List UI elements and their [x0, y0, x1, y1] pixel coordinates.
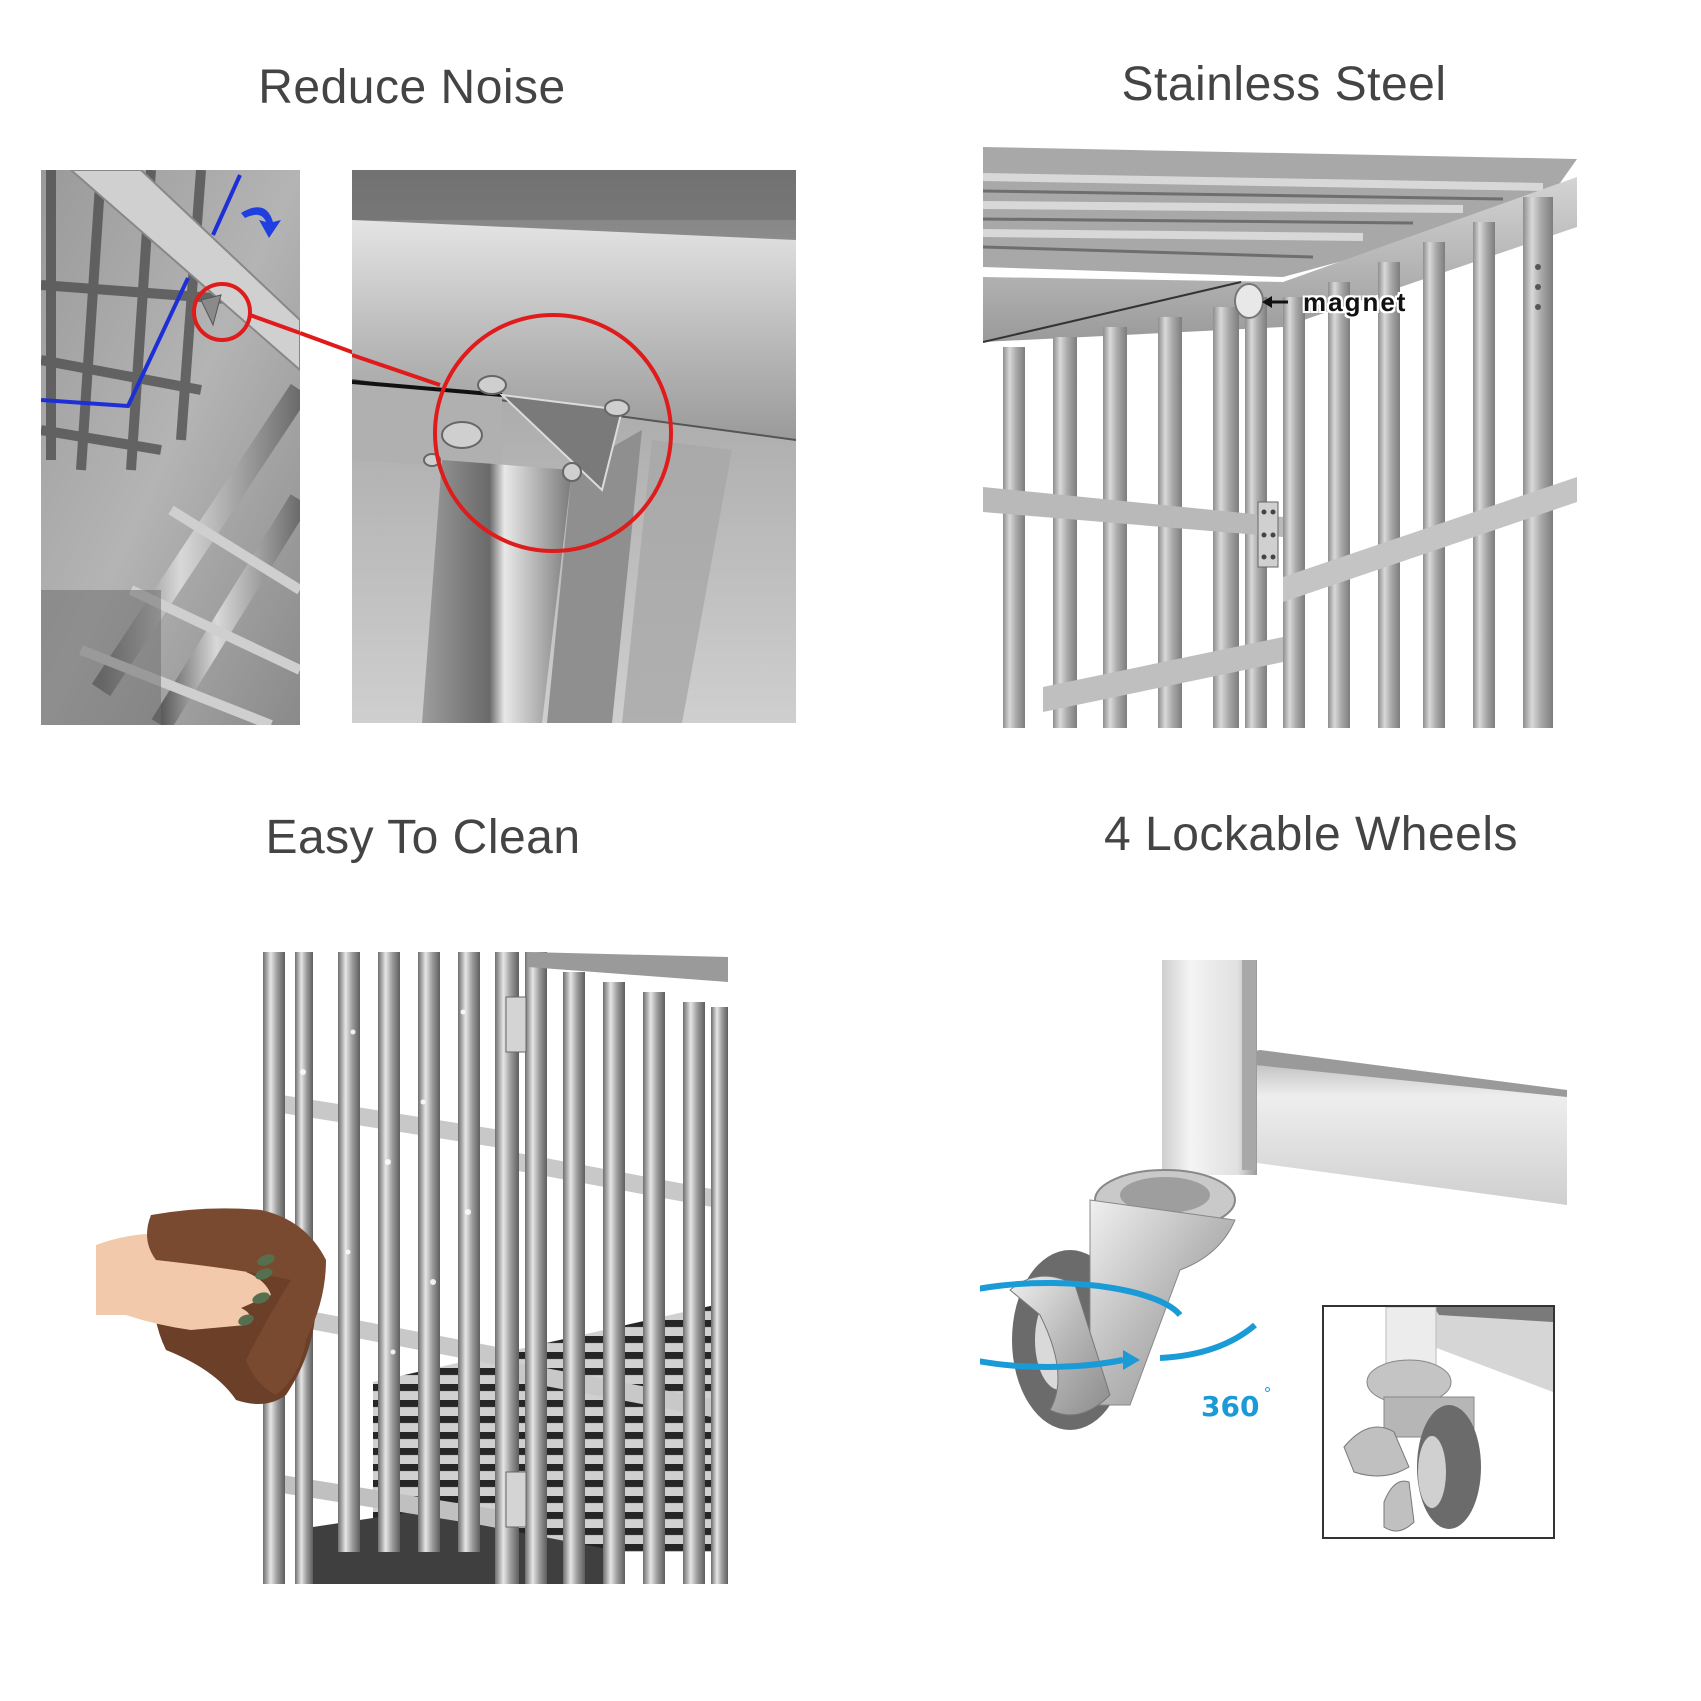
stainless-steel-cage-photo	[983, 147, 1577, 728]
reduce-noise-overview-photo	[41, 170, 300, 725]
weld-joint-closeup	[352, 170, 796, 723]
magnet-callout-label: magnet	[1303, 287, 1408, 317]
callout-connector-line	[300, 331, 360, 357]
cage-front-illustration	[263, 952, 728, 1584]
cage-corner-illustration	[983, 147, 1577, 728]
rotation-arc-icon	[980, 1279, 1183, 1370]
feature-title-stainless-steel: Stainless Steel	[1121, 58, 1447, 111]
rotation-360-label: 360°	[1201, 1384, 1271, 1423]
rotation-arrow-icon	[1123, 1350, 1140, 1370]
feature-title-reduce-noise: Reduce Noise	[258, 61, 566, 114]
feature-title-easy-to-clean: Easy To Clean	[265, 811, 581, 864]
rotate-arrow-icon	[241, 207, 281, 238]
wheel-lock-inset-photo	[1322, 1305, 1555, 1539]
reduce-noise-weld-detail-photo	[352, 170, 796, 723]
highlight-circle-large	[433, 313, 673, 553]
easy-to-clean-cage-photo	[263, 952, 728, 1584]
highlight-circle-small	[192, 282, 252, 342]
hand-wiping-cloth-illustration	[96, 1208, 326, 1404]
caster-wheel-illustration	[980, 960, 1567, 1430]
feature-title-lockable-wheels: 4 Lockable Wheels	[1103, 808, 1519, 861]
degree-symbol: °	[1263, 1384, 1272, 1403]
cage-underside-illustration	[41, 170, 300, 725]
magnet-icon	[1234, 283, 1264, 319]
locked-caster-illustration	[1324, 1307, 1553, 1537]
arrow-left-icon	[1262, 296, 1272, 308]
rotation-value: 360	[1201, 1390, 1260, 1423]
